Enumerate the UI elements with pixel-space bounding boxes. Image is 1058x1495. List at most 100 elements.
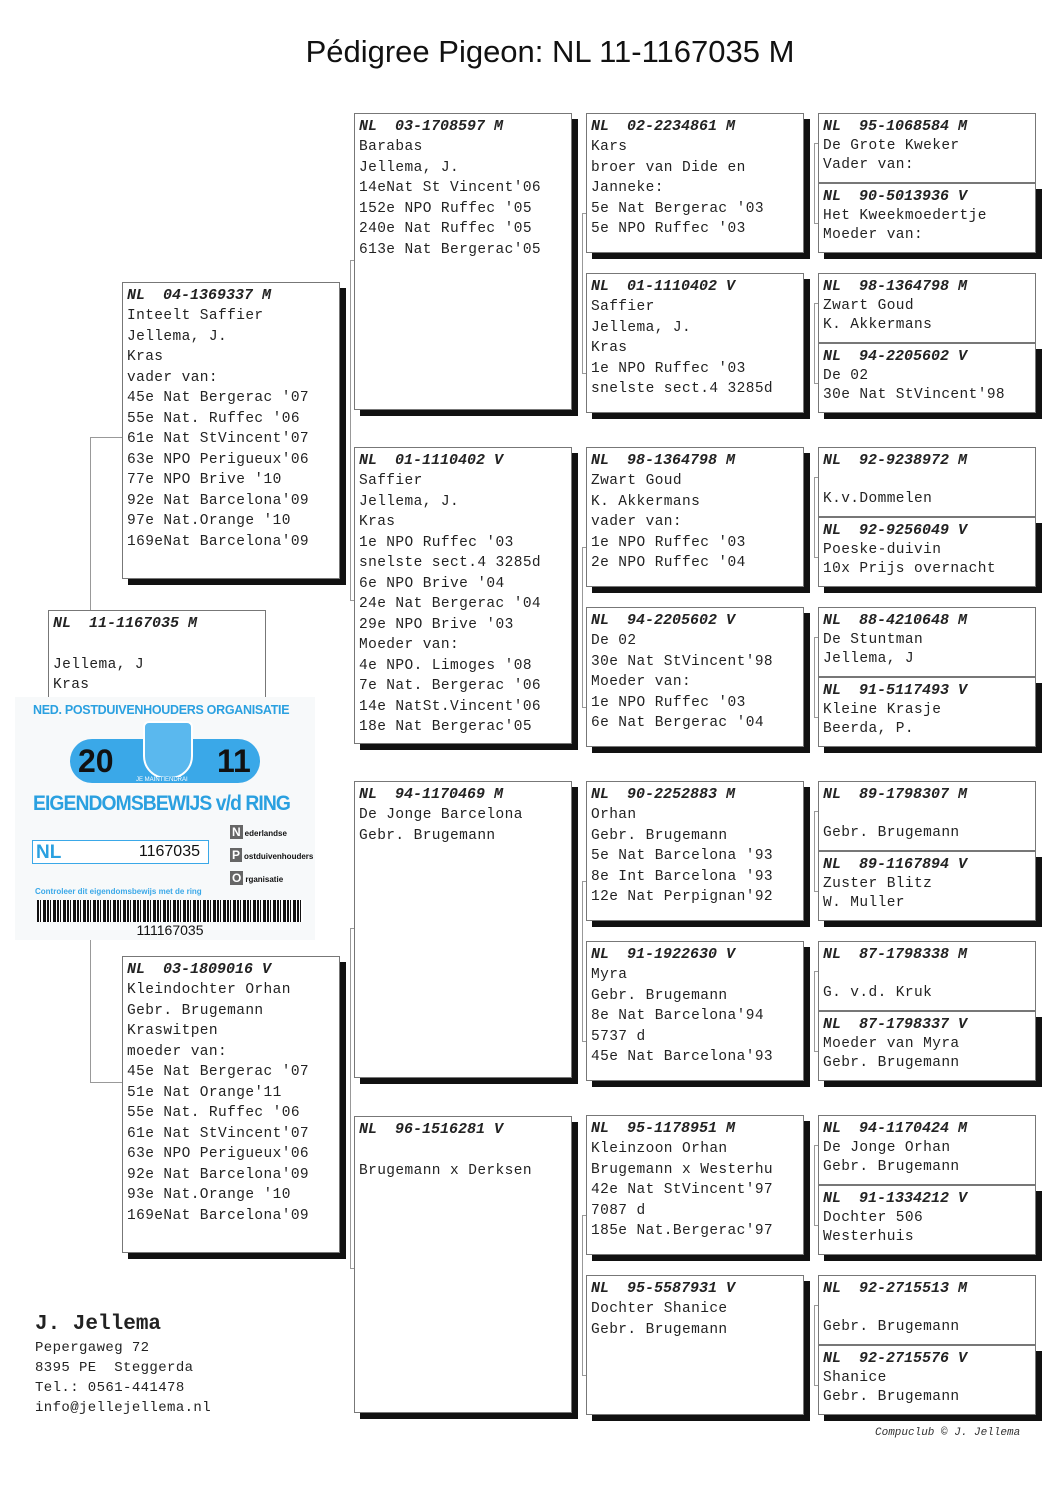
connector-line xyxy=(582,547,586,548)
ring-number: NL 94-1170424 M xyxy=(823,1120,968,1137)
pigeon-info-line xyxy=(359,1140,567,1161)
pigeon-info-line: 12e Nat Perpignan'92 xyxy=(591,889,774,905)
pigeon-info-line: Kleine Krasje xyxy=(823,702,942,718)
pigeon-info-line: Kras xyxy=(127,349,164,365)
check-text: Controleer dit eigendomsbewijs met de ri… xyxy=(35,887,202,896)
pigeon-info-line: Het Kweekmoedertje xyxy=(823,208,987,224)
ring-number: NL 91-5117493 V xyxy=(823,682,968,699)
connector-line xyxy=(582,1375,586,1376)
connector-line xyxy=(814,1225,818,1226)
pigeon-info-line: Jellema, J. xyxy=(127,328,228,345)
ring-number: NL 92-2715576 V xyxy=(823,1350,968,1367)
pigeon-info-line: Kraswitpen xyxy=(127,1023,219,1039)
pigeon-info-line: K. Akkermans xyxy=(823,317,933,333)
pigeon-info-line: 24e Nat Bergerac '04 xyxy=(359,596,542,612)
pigeon-info-line: 61e Nat StVincent'07 xyxy=(127,431,310,447)
pigeon-info-line: 42e Nat StVincent'97 xyxy=(591,1182,774,1198)
ring-number: NL 95-1068584 M xyxy=(823,118,968,135)
connector-line xyxy=(814,1305,815,1385)
connector-line xyxy=(814,1051,818,1052)
pigeon-info-line: Dochter 506 xyxy=(823,1210,924,1226)
connector-line xyxy=(814,1145,815,1225)
certificate-org: NED. POSTDUIVENHOUDERS ORGANISATIE xyxy=(33,703,290,717)
pigeon-info-line: 1e NPO Ruffec '03 xyxy=(591,694,746,711)
connector-line xyxy=(350,600,354,601)
pigeon-info-line: 1e NPO Ruffec '03 xyxy=(359,534,514,551)
pigeon-info-line: 169eNat Barcelona'09 xyxy=(127,1207,310,1224)
ring-number: NL 92-9256049 V xyxy=(823,522,968,539)
pigeon-info-line: 613e Nat Bergerac'05 xyxy=(359,241,542,258)
pigeon-info-line: Inteelt Saffier xyxy=(127,308,264,324)
pigeon-info-line: 45e Nat Bergerac '07 xyxy=(127,390,310,406)
connector-line xyxy=(582,1215,586,1216)
pigeon-info-line: De 02 xyxy=(591,633,637,649)
breeder-postcode: 8395 PE Steggerda xyxy=(35,1360,194,1376)
pigeon-info-line: 8e Nat Barcelona'94 xyxy=(591,1008,764,1024)
pigeon-info-line: Vader van: xyxy=(823,157,915,173)
pigeon-info-line: W. Muller xyxy=(823,895,905,911)
pigeon-info-line: Janneke: xyxy=(591,180,664,196)
pigeon-info-line: 5e Nat Bergerac '03 xyxy=(591,200,764,217)
pigeon-info-line: 97e Nat.Orange '10 xyxy=(127,513,291,529)
pigeon-info-line: Shanice xyxy=(823,1370,887,1386)
pigeon-info-line: Zwart Goud xyxy=(823,298,915,314)
pigeon-info-line: 5737 d xyxy=(591,1028,646,1045)
pigeon-info-line: De Grote Kweker xyxy=(823,138,960,154)
pigeon-info-line: 55e Nat. Ruffec '06 xyxy=(127,410,300,427)
pigeon-info-line: Gebr. Brugemann xyxy=(823,1159,960,1175)
pigeon-info-line: Myra xyxy=(591,967,628,983)
pigeon-info-line: 1e NPO Ruffec '03 xyxy=(591,360,746,377)
pigeon-info-line: Kras xyxy=(359,514,396,530)
ring-country: NL xyxy=(36,842,62,863)
pigeon-info-line: 92e Nat Barcelona'09 xyxy=(127,492,310,509)
ring-number: NL 96-1516281 V xyxy=(359,1121,504,1138)
connector-line xyxy=(814,637,815,717)
connector-line xyxy=(90,1082,122,1083)
ring-number: NL 98-1364798 M xyxy=(591,452,736,469)
ring-number: NL 87-1798337 V xyxy=(823,1016,968,1033)
pigeon-info-line: 8e Int Barcelona '93 xyxy=(591,868,774,885)
pigeon-info-line: Zuster Blitz xyxy=(823,876,933,892)
ring-number: NL 89-1167894 V xyxy=(823,856,968,873)
pigeon-info-line: 92e Nat Barcelona'09 xyxy=(127,1166,310,1183)
connector-line xyxy=(350,260,354,261)
pigeon-info-line: Jellema, J. xyxy=(359,493,460,510)
pigeon-info-line: Jellema, J. xyxy=(591,319,692,336)
ring-number: NL 94-1170469 M xyxy=(359,786,504,803)
pigeon-info-line: 5e Nat Barcelona '93 xyxy=(591,848,774,864)
pigeon-info-line: Westerhuis xyxy=(823,1229,915,1245)
pigeon-info-line: Gebr. Brugemann xyxy=(823,1055,960,1071)
pigeon-info-line: 55e Nat. Ruffec '06 xyxy=(127,1105,300,1121)
connector-line xyxy=(814,971,815,1051)
connector-line xyxy=(582,707,586,708)
pigeon-info-line: vader van: xyxy=(127,369,219,386)
connector-line xyxy=(814,143,818,144)
ring-number: NL 92-2715513 M xyxy=(823,1280,968,1297)
connector-line xyxy=(814,143,815,223)
pigeon-info-line: Orhan xyxy=(591,807,637,823)
pigeon-info-line: Gebr. Brugemann xyxy=(823,1319,960,1335)
ring-number: NL 91-1334212 V xyxy=(823,1190,968,1207)
ring-number: NL 94-2205602 V xyxy=(591,612,736,629)
connector-line xyxy=(814,971,818,972)
pigeon-info-line: 2e NPO Ruffec '04 xyxy=(591,555,746,571)
year-left: 20 xyxy=(78,743,114,779)
pigeon-info-line xyxy=(823,471,1031,490)
